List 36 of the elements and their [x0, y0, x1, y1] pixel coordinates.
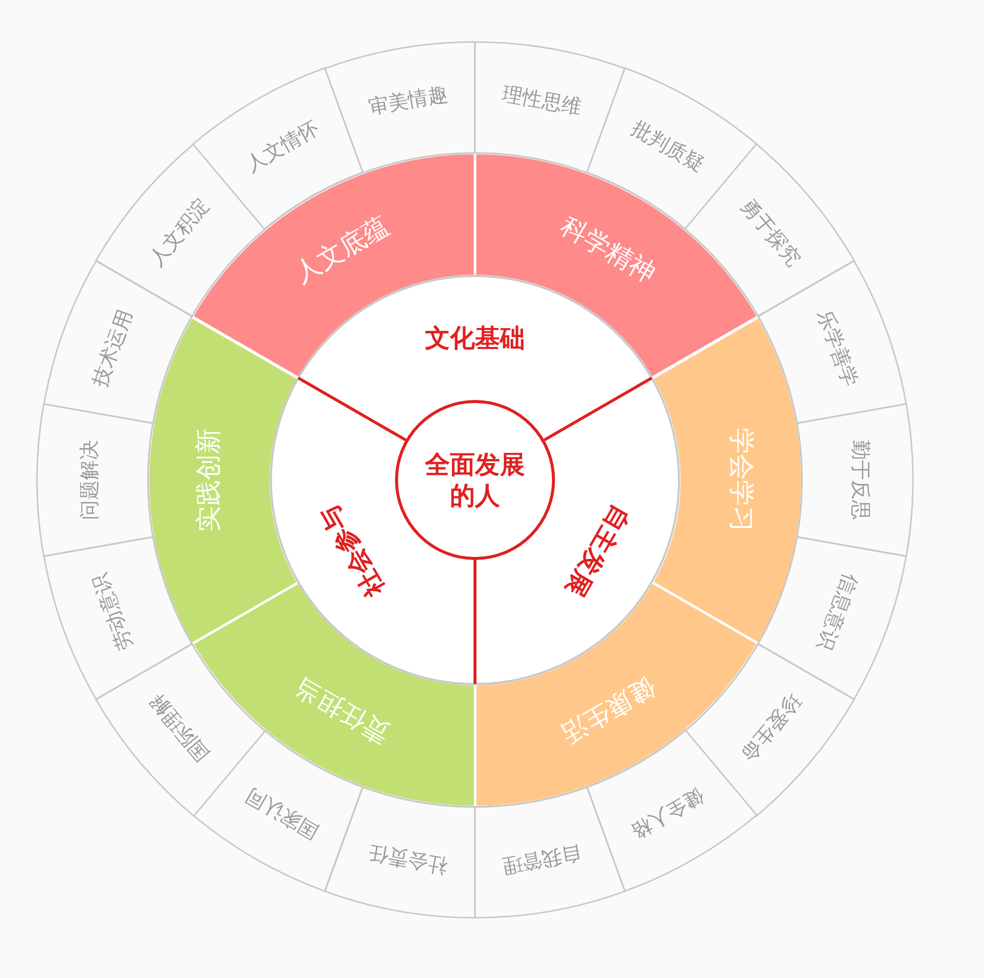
- segment-label: 信息意识: [814, 571, 861, 654]
- segment-label: 人文积淀: [146, 194, 213, 269]
- segment-label: 理性思维: [500, 83, 584, 117]
- category-label: 文化基础: [425, 326, 525, 350]
- segment-label: 问题解决: [79, 440, 99, 520]
- category-label: 社会参与: [316, 501, 388, 601]
- category-label: 自主发展: [562, 501, 634, 601]
- outer-ring-segment: [325, 42, 475, 173]
- middle-ring-segment: [148, 316, 298, 644]
- segment-label: 勤于反思: [850, 440, 871, 520]
- segment-label: 劳动意识: [89, 571, 136, 654]
- center-label: 全面发展的人: [424, 448, 526, 512]
- segment-label: 批判质疑: [628, 117, 708, 174]
- segment-label: 健康生活: [556, 673, 660, 748]
- segment-label: 勇于探究: [737, 194, 804, 269]
- outer-ring-segment: [475, 787, 625, 918]
- segment-label: 人文情怀: [242, 117, 322, 174]
- segment-label: 科学精神: [556, 212, 660, 287]
- segment-label: 国际理解: [146, 691, 213, 766]
- segment-label: 社会责任: [366, 843, 450, 877]
- segment-label: 实践创新: [196, 428, 222, 532]
- outer-ring-segment: [37, 404, 153, 556]
- segment-label: 责任担当: [290, 673, 394, 748]
- segment-label: 学会学习: [728, 428, 754, 532]
- segment-label: 人文底蕴: [290, 212, 394, 287]
- segment-label: 自我管理: [500, 843, 584, 877]
- outer-ring-segment: [475, 42, 625, 173]
- segment-label: 技术运用: [89, 306, 136, 389]
- outer-ring-segment: [797, 404, 913, 556]
- segment-label: 乐学善学: [814, 306, 861, 389]
- outer-ring-segment: [325, 787, 475, 918]
- segment-label: 健全人格: [628, 786, 708, 843]
- middle-ring-segment: [652, 316, 802, 644]
- segment-label: 珍爱生命: [737, 691, 804, 766]
- segment-label: 审美情趣: [366, 83, 450, 117]
- segment-label: 国家认同: [242, 786, 322, 843]
